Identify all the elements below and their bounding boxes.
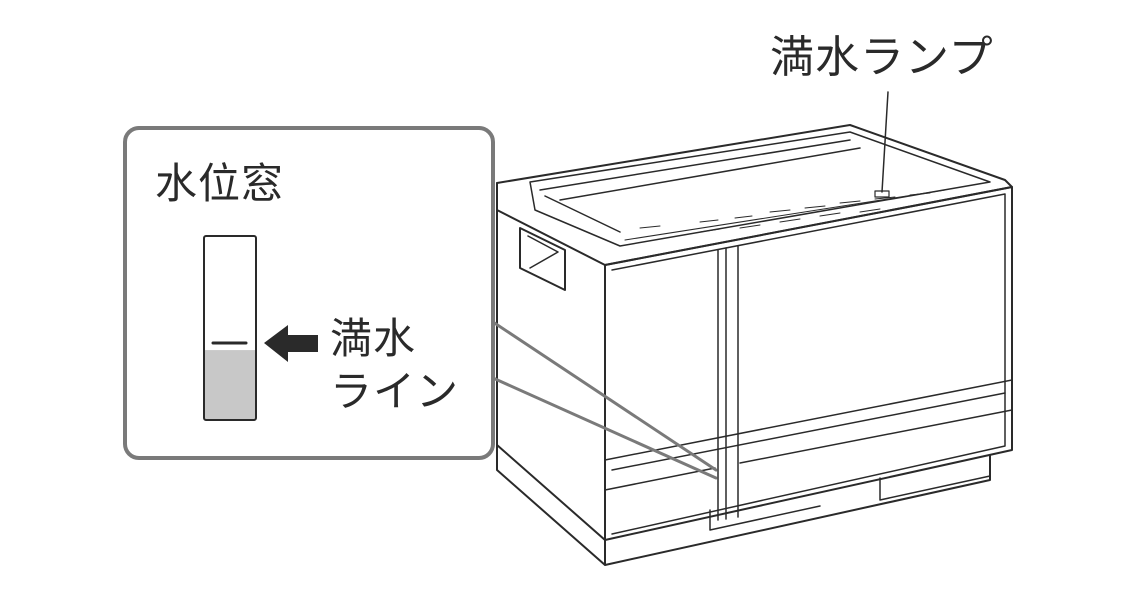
arrow-left-icon: [264, 325, 318, 362]
full-lamp-label: 満水ランプ: [770, 32, 994, 83]
tank-front-panel: [604, 409, 1013, 491]
dehumidifier-unit: [496, 124, 1013, 566]
unit-front-face: [604, 186, 1013, 541]
lamp-leader-line: [881, 91, 889, 193]
callout-leader-upper: [491, 320, 718, 472]
unit-top-surface: [496, 124, 1013, 266]
water-level-fill: [205, 350, 255, 420]
full-line-label-1: 満水: [330, 314, 417, 363]
unit-foot-left: [709, 505, 821, 531]
side-handle: [519, 227, 566, 291]
front-divider-left: [717, 245, 739, 521]
unit-left-side: [496, 182, 606, 541]
callout-leader-lower: [491, 376, 718, 480]
tank-top-edge: [604, 379, 1013, 471]
gauge-frame: [203, 235, 257, 421]
unit-top-edge: [539, 139, 861, 233]
unit-base: [496, 444, 991, 566]
side-handle-inner: [527, 235, 559, 269]
front-frame-inner: [611, 193, 1006, 535]
water-window-gauge: [203, 235, 257, 421]
control-panel-marks: [624, 189, 946, 241]
unit-foot-right: [879, 475, 991, 501]
full-line-label-2: ライン: [330, 367, 460, 416]
water-window-label: 水位窓: [155, 159, 285, 208]
unit-top-panel: [529, 131, 991, 247]
